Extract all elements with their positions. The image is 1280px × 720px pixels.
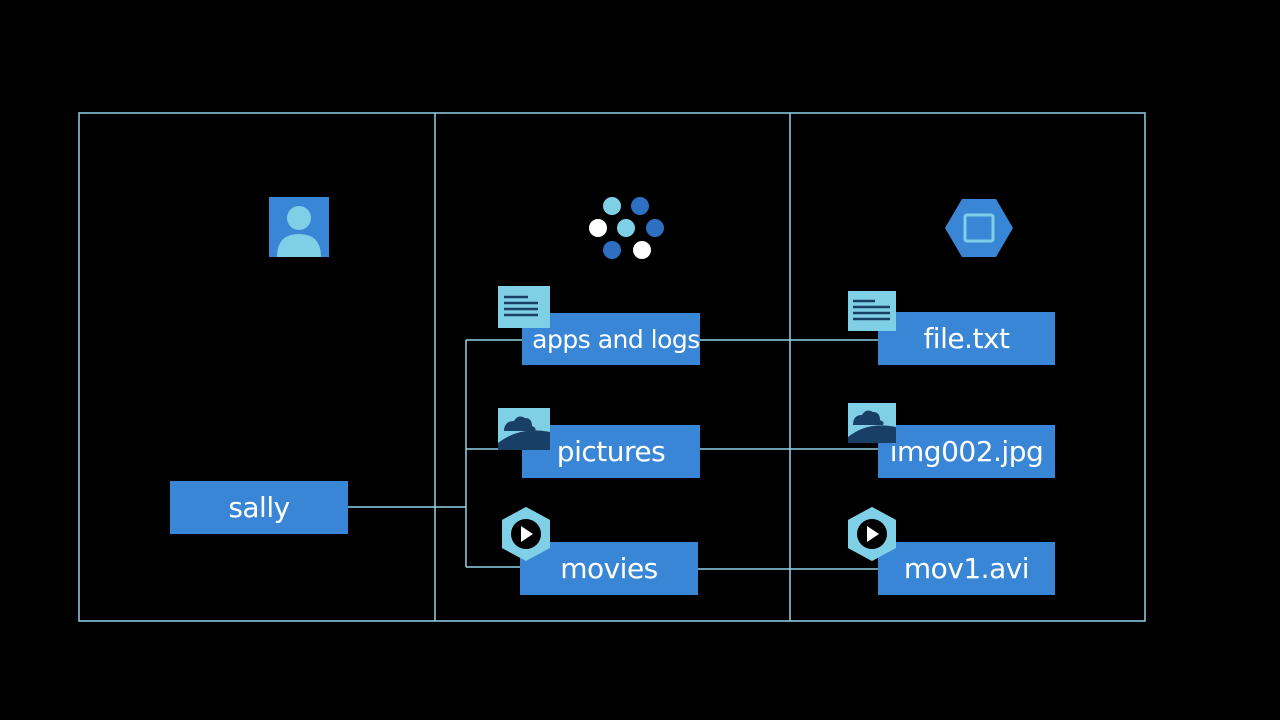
folder-label: pictures bbox=[556, 435, 666, 468]
user-icon bbox=[269, 197, 329, 257]
connectors bbox=[348, 339, 878, 570]
user-node: sally bbox=[170, 481, 348, 534]
folder-node-apps-and-logs: apps and logs bbox=[522, 313, 700, 365]
file-label: file.txt bbox=[923, 322, 1010, 355]
file-node-img002-jpg: img002.jpg bbox=[878, 425, 1055, 478]
folder-label: movies bbox=[560, 552, 658, 585]
user-label: sally bbox=[228, 491, 290, 524]
container-icon bbox=[945, 199, 1013, 257]
file-label: img002.jpg bbox=[889, 435, 1044, 468]
frame bbox=[78, 112, 1146, 622]
outer-frame bbox=[78, 112, 1146, 622]
folder-label: apps and logs bbox=[532, 324, 700, 354]
storage-account-icon bbox=[589, 197, 664, 259]
file-node-file-txt: file.txt bbox=[878, 312, 1055, 365]
file-label: mov1.avi bbox=[903, 552, 1030, 585]
file-node-mov1-avi: mov1.avi bbox=[878, 542, 1055, 595]
folder-node-pictures: pictures bbox=[522, 425, 700, 478]
folder-node-movies: movies bbox=[520, 542, 698, 595]
